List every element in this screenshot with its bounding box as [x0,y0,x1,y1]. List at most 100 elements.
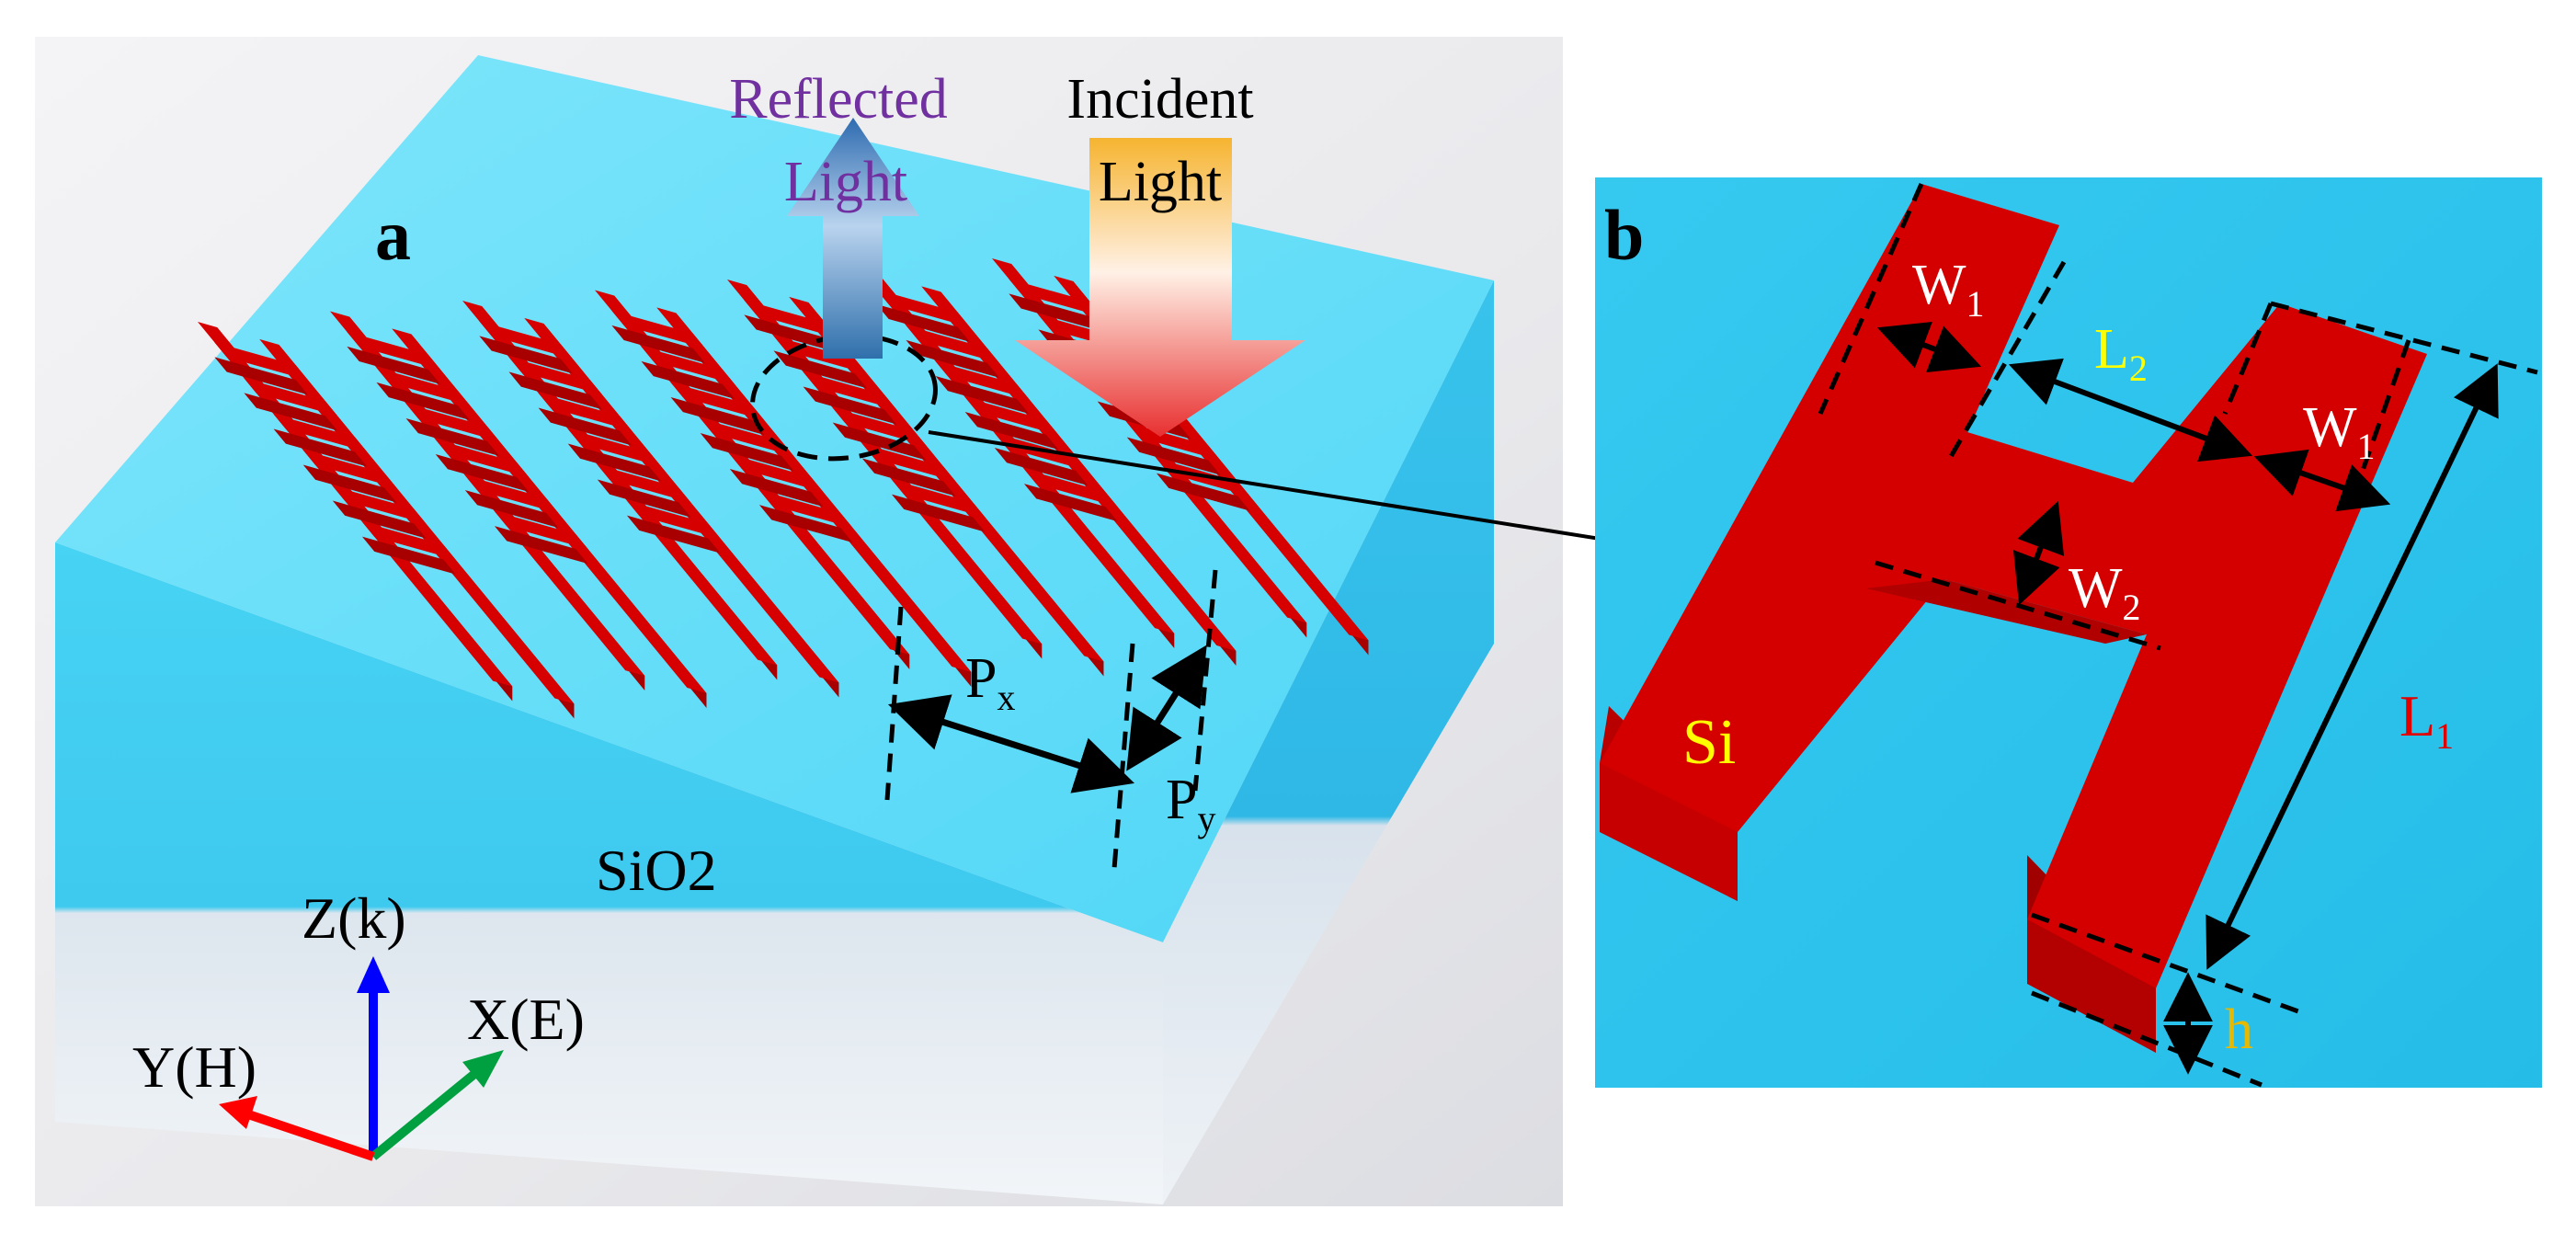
crossbar-side-face [302,464,397,503]
crossbar-top-face [758,490,853,529]
l2-arrow [2008,358,2253,462]
x-axis-arrow [370,1063,487,1160]
crossbar-top-face [994,433,1089,472]
crossbar-side-face [876,303,970,342]
reflected-light-arrow [787,118,919,359]
reflected-light-label-line1: Reflected [729,68,948,131]
crossbar-side-face [244,393,338,431]
crossbar-side-face [347,346,440,384]
crossbar-side-face [435,454,530,493]
crossbar-side-face [597,479,691,518]
crossbar-top-face [597,464,691,503]
crossbar-top-face [803,371,897,410]
crossbar-top-face [891,479,986,518]
substrate-side [1163,280,1494,1204]
crossbar-side-face [405,417,500,456]
crossbar-side-face [670,396,765,435]
crossbar-side-face [700,433,794,472]
period-markers [884,569,1218,870]
crossbar-side-face [567,443,662,482]
crossbar-side-face [891,494,986,532]
crossbar-top-face [494,511,588,550]
panel-a: a Reflected Light Incident Light Px Py S… [35,37,1717,1206]
crossbar-side-face [744,314,838,353]
crossbar-side-face [861,458,956,496]
crossbar-top-face [347,331,440,370]
crossbar-side-face [214,357,308,395]
crossbar-top-face [626,500,721,539]
crossbar-side-face [964,412,1059,451]
w2-arrow [2012,500,2065,606]
crossbar-top-face [700,418,794,457]
crossbar-side-face [508,371,603,410]
crossbar-top-face [538,393,633,431]
crossbar-side-face [376,382,471,420]
l1-arrow [2206,363,2499,970]
crossbar-side-face [906,339,1000,378]
zoom-connector-arrow [928,430,1717,569]
crossbar-side-face [803,386,897,425]
crossbar-top-face [611,310,705,348]
crossbar-top-face [861,443,956,482]
crossbar-top-face [876,289,970,327]
py-dimension-arrow [1126,645,1207,771]
crossbar-side-face [1023,484,1118,522]
crossbar-top-face [508,357,603,395]
material-label: Si [1682,707,1736,778]
crossbar-top-face [361,521,456,560]
h-left-bar-front [1600,763,1738,901]
incident-light-arrow [1015,138,1305,437]
py-label: Py [1166,769,1215,839]
crossbar-side-face [1009,293,1102,332]
y-axis-arrow [246,1110,375,1161]
substrate-front [55,542,1163,1204]
height-label: h [2225,999,2253,1061]
crossbar-top-face [567,428,662,467]
crossbar-top-face [832,407,927,446]
crossbar-side-face [611,325,705,363]
crossbar-top-face [935,360,1030,399]
panel-b: b Si W1 L2 W1 W2 L1 h [1595,177,2542,1088]
crossbar-top-face [405,403,500,441]
rail-top-face [392,328,707,693]
rail-top-face [789,296,1104,662]
crossbar-side-face [332,500,427,539]
crossbar-top-face [773,336,868,374]
crossbar-side-face [994,448,1089,486]
h-right-bar-front [2027,919,2156,1053]
crossbar-side-face [494,526,588,565]
crossbar-top-face [1023,469,1118,508]
crossbar-top-face [479,321,573,360]
crossbar-top-face [1009,279,1102,317]
rail-top-face [524,317,839,683]
crossbar-top-face [435,439,530,478]
crossbar-top-face [273,414,368,452]
coordinate-axes [219,956,504,1161]
crossbar-top-face [376,367,471,405]
panel-b-dimension-arrows [1876,321,2499,1075]
rail-top-face [656,307,972,672]
crossbar-top-face [906,325,1000,363]
crossbar-side-face [626,515,721,554]
incident-light-label-line2: Light [1099,151,1222,213]
px-label: Px [965,647,1015,718]
crossbar-side-face [273,428,368,467]
l1-label: L1 [2399,683,2454,757]
w1-left-arrow [1876,321,1982,373]
panel-a-label: a [375,195,411,275]
crossbar-top-face [641,346,735,384]
w2-label: W2 [2069,557,2141,628]
crossbar-side-face [464,490,559,529]
w1-left-label: W1 [1912,254,1985,325]
crossbar-top-face [1126,422,1221,461]
crossbar-top-face [744,300,838,338]
crossbar-top-face [464,475,559,514]
crossbar-side-face [1126,437,1221,475]
rail-top-face [259,338,575,704]
crossbar-top-face [670,382,765,420]
crossbar-top-face [332,485,427,524]
z-axis-label: Z(k) [302,885,406,951]
crossbar-side-face [773,350,868,389]
